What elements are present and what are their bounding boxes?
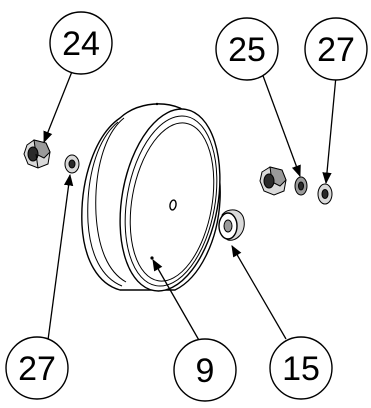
spacer-part-15 — [218, 209, 245, 241]
leader-27-bottom — [47, 173, 74, 341]
leader-15 — [231, 244, 287, 340]
callout-25-top: 25 — [215, 17, 279, 81]
leader-27-top — [322, 75, 337, 185]
callout-label: 15 — [282, 350, 320, 388]
leader-9 — [152, 258, 201, 343]
leader-25 — [261, 72, 301, 178]
callout-27-bottom: 27 — [5, 336, 69, 400]
cap-nut-part-24 — [23, 139, 51, 169]
callout-15-bottom: 15 — [269, 336, 333, 400]
callout-24-top: 24 — [49, 11, 113, 75]
callout-9-bottom: 9 — [173, 338, 237, 402]
wheel-part-9 — [81, 102, 221, 292]
callout-label: 25 — [228, 31, 266, 69]
callout-label: 27 — [18, 350, 56, 388]
callout-27-top: 27 — [304, 17, 368, 81]
washer-part-27-right — [317, 183, 333, 205]
leader-24 — [43, 63, 76, 144]
callout-label: 27 — [317, 31, 355, 69]
lock-washer-part-25 — [294, 176, 308, 196]
callout-label: 24 — [62, 25, 100, 63]
callout-label: 9 — [196, 352, 215, 390]
washer-part-27-left — [64, 154, 80, 174]
cap-nut-right — [259, 166, 287, 196]
